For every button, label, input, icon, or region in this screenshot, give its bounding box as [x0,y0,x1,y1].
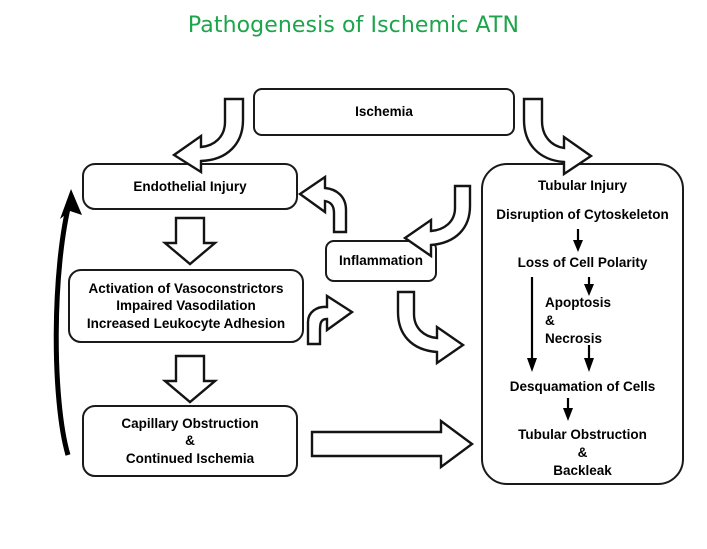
tubular-step-6: Desquamation of Cells [509,379,656,394]
node-capillary-obstruction: Capillary Obstruction & Continued Ischem… [82,405,298,477]
tubular-step-4: & [545,313,555,328]
arrow-inflammation-to-endothelial [297,174,348,234]
tubular-step-8: & [577,445,588,460]
tubular-step-2: Loss of Cell Polarity [517,255,648,270]
arrow-inflammation-to-tubular [396,290,466,366]
node-inflammation-label: Inflammation [338,253,423,269]
tubular-heading: Tubular Injury [537,178,627,193]
arrow-ischemia-to-endothelial [171,97,245,175]
node-vasoconstrictors: Activation of Vasoconstrictors Impaired … [68,269,304,343]
arrow-vasoconstrictors-to-capillary [161,354,219,404]
node-capillary-line-3: Continued Ischemia [125,450,255,466]
tubular-step-7: Tubular Obstruction [518,427,647,442]
node-vasoconstrictors-line-1: Activation of Vasoconstrictors [88,281,284,297]
node-endothelial-injury-label: Endothelial Injury [133,178,247,194]
node-vasoconstrictors-line-3: Increased Leukocyte Adhesion [86,315,286,331]
arrow-endothelial-to-vasoconstrictors [161,216,219,266]
tubular-step-5: Necrosis [545,331,603,346]
tubular-step-3: Apoptosis [545,295,611,310]
tubular-step-9: Backleak [553,463,612,478]
node-capillary-line-2: & [185,433,195,449]
node-ischemia-label: Ischemia [355,104,413,120]
node-capillary-line-1: Capillary Obstruction [121,416,259,432]
node-vasoconstrictors-line-2: Impaired Vasodilation [116,298,256,314]
node-inflammation: Inflammation [325,240,437,282]
arrow-capillary-to-tubular [310,418,475,470]
arrow-vasoconstrictors-to-inflammation [306,293,355,346]
node-endothelial-injury: Endothelial Injury [82,163,298,210]
panel-tubular-injury: Tubular Injury Disruption of Cytoskeleto… [481,163,684,485]
page-title: Pathogenesis of Ischemic ATN [187,13,520,38]
tubular-step-1: Disruption of Cytoskeleton [496,207,669,222]
arrow-capillary-back-to-endothelial-head [60,189,82,219]
node-ischemia: Ischemia [253,88,515,136]
